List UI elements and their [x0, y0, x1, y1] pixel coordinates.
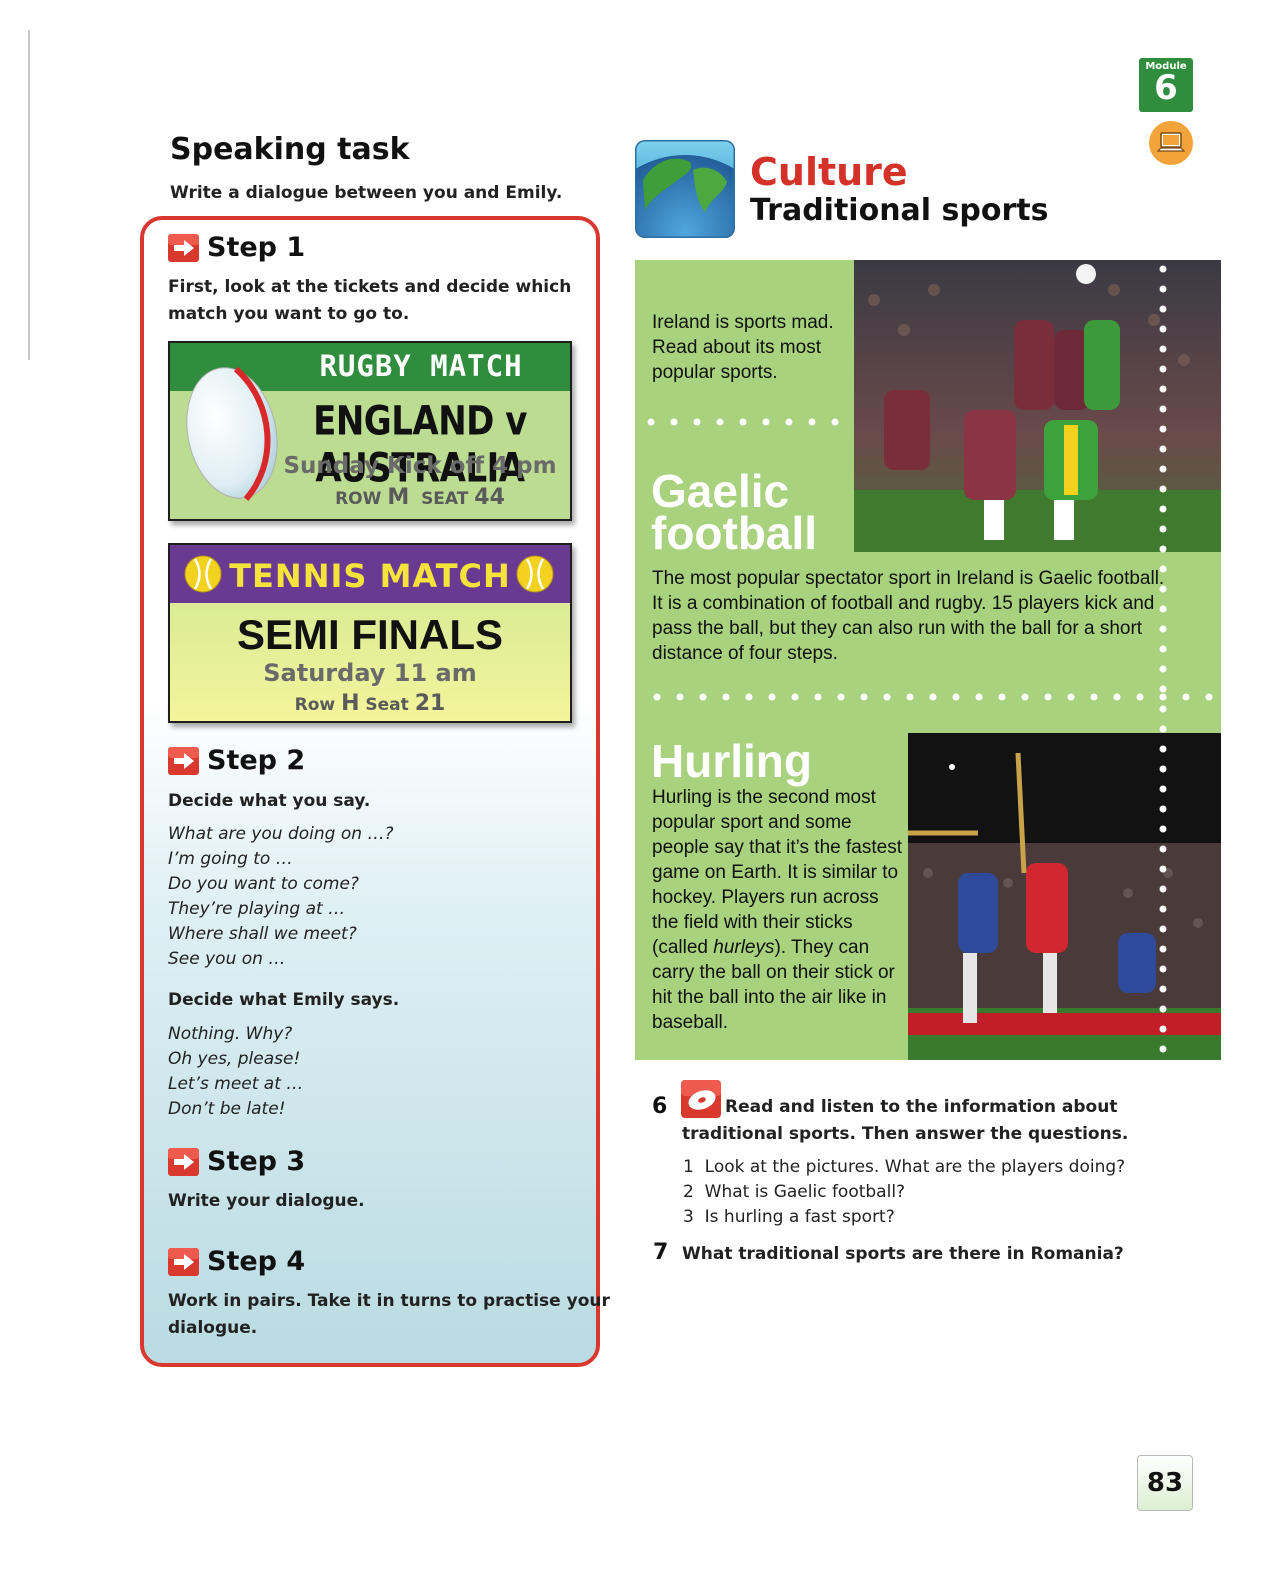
step-3-text: Write your dialogue. [168, 1191, 365, 1211]
arrow-icon [168, 746, 199, 775]
tennis-event: SEMI FINALS [236, 611, 503, 658]
page-number: 83 [1137, 1455, 1193, 1511]
tennis-title: TENNIS MATCH [229, 557, 511, 595]
phrase: Where shall we meet? [168, 924, 357, 944]
module-badge: Module 6 [1139, 58, 1193, 112]
exercise-7-number: 7 [653, 1240, 669, 1265]
phrase: Nothing. Why? [168, 1024, 293, 1044]
dotted-divider [653, 693, 1213, 701]
rugby-title: RUGBY MATCH [319, 349, 523, 383]
step-2-you-say: Decide what you say. [168, 791, 371, 811]
tennis-ball-icon [184, 555, 222, 593]
tennis-ticket: TENNIS MATCH SEMI FINALS Saturday 11 am … [168, 543, 572, 723]
phrase: Oh yes, please! [168, 1049, 301, 1069]
gaelic-body: The most popular spectator sport in Irel… [652, 568, 1165, 664]
rugby-teams: ENGLAND v AUSTRALIA [313, 397, 527, 493]
globe-icon [635, 140, 735, 238]
audio-cd-icon[interactable] [681, 1080, 721, 1118]
tennis-time: Saturday 11 am [263, 659, 477, 687]
phrase: Do you want to come? [168, 874, 359, 894]
tennis-seat: Row H Seat 21 [294, 691, 446, 716]
phrase: Don’t be late! [168, 1099, 286, 1119]
emily-phrases: Nothing. Why? Oh yes, please! Let’s meet… [168, 1022, 303, 1122]
step-2-heading: Step 2 [168, 745, 305, 776]
arrow-icon [168, 233, 199, 262]
rugby-ticket: RUGBY MATCH ENGLAND v AUSTRALIA Sunday K… [168, 341, 572, 521]
phrase: See you on … [168, 949, 286, 969]
step-3-label: Step 3 [207, 1146, 306, 1177]
step-4-label: Step 4 [207, 1246, 306, 1277]
rugby-ball-icon [186, 366, 278, 501]
list-item: 2 What is Gaelic football? [683, 1182, 906, 1202]
speaking-subtitle: Write a dialogue between you and Emily. [170, 183, 563, 203]
phrase: What are you doing on …? [168, 824, 394, 844]
phrase: I’m going to … [168, 849, 293, 869]
tennis-ball-icon [516, 555, 554, 593]
dotted-divider-vertical [1159, 265, 1167, 1053]
arrow-icon [168, 1247, 199, 1276]
speaking-title: Speaking task [170, 132, 410, 167]
phrase: Let’s meet at … [168, 1074, 304, 1094]
rugby-time: Sunday Kick off 4 pm [283, 453, 557, 479]
step-4-text: Work in pairs. Take it in turns to pract… [168, 1291, 610, 1338]
step-2-emily-says: Decide what Emily says. [168, 990, 400, 1010]
computer-icon[interactable] [1149, 121, 1193, 165]
culture-subtitle: Traditional sports [750, 193, 1049, 228]
step-2-label: Step 2 [207, 745, 306, 776]
step-1-heading: Step 1 [168, 232, 305, 263]
gaelic-heading: Gaelic football [651, 465, 818, 559]
hurling-heading: Hurling [651, 735, 812, 787]
you-phrases: What are you doing on …? I’m going to … … [168, 822, 393, 972]
exercise-7-text: What traditional sports are there in Rom… [682, 1244, 1124, 1264]
exercise-6-questions: 1 Look at the pictures. What are the pla… [683, 1155, 1125, 1230]
phrase: They’re playing at … [168, 899, 346, 919]
step-1-label: Step 1 [207, 232, 306, 263]
step-1-text: First, look at the tickets and decide wh… [168, 277, 572, 324]
culture-intro: Ireland is sports mad. Read about its mo… [652, 312, 834, 383]
exercise-6-number: 6 [652, 1094, 668, 1119]
rugby-seat: ROW M SEAT 44 [335, 485, 505, 510]
hurling-photo [908, 733, 1221, 1060]
hurling-body: Hurling is the second most popular sport… [652, 787, 902, 1033]
exercise-6-line-2: traditional sports. Then answer the ques… [682, 1124, 1129, 1144]
list-item: 1 Look at the pictures. What are the pla… [683, 1157, 1126, 1177]
dotted-divider [647, 418, 839, 426]
arrow-icon [168, 1147, 199, 1176]
exercise-6-line-1: Read and listen to the information about [725, 1097, 1118, 1117]
list-item: 3 Is hurling a fast sport? [683, 1207, 895, 1227]
step-3-heading: Step 3 [168, 1146, 305, 1177]
margin-rule [28, 30, 30, 360]
culture-title: Culture [750, 150, 908, 194]
step-4-heading: Step 4 [168, 1246, 305, 1277]
